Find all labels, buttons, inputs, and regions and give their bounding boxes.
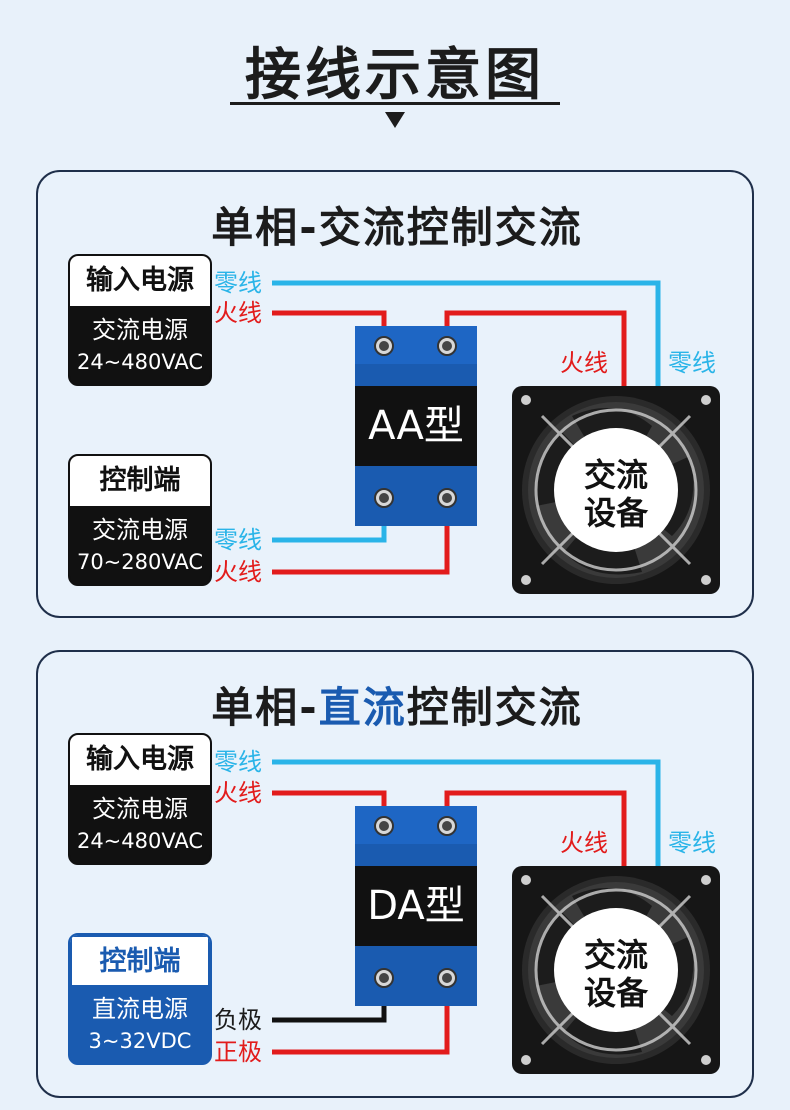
neutral-wire <box>272 759 661 866</box>
load-label-line: 设备 <box>583 974 648 1012</box>
relay-model-label: AA型 <box>355 386 477 466</box>
terminal-screw-icon <box>437 488 457 508</box>
box-line: 交流电源 <box>92 795 188 823</box>
wire-label-negative: 负极 <box>214 1006 262 1034</box>
box-line: 24~480VAC <box>76 350 204 374</box>
input-power-box: 输入电源 交流电源 24~480VAC <box>68 733 212 865</box>
panel-title: 单相-直流控制交流 <box>38 674 756 735</box>
wire-label-neutral: 零线 <box>214 748 262 776</box>
terminal-screw-icon <box>437 968 457 988</box>
wire-label-load-live: 火线 <box>560 349 608 377</box>
box-body: 交流电源 24~480VAC <box>70 785 210 863</box>
terminal-screw-icon <box>374 968 394 988</box>
title-underline <box>230 102 560 105</box>
wire-label-neutral: 零线 <box>214 269 262 297</box>
wire-label-load-neutral: 零线 <box>668 349 716 377</box>
load-label-line: 设备 <box>583 494 648 532</box>
wire-label-live: 火线 <box>214 299 262 327</box>
page-title: 接线示意图 <box>245 43 545 108</box>
terminal-screw-icon <box>374 336 394 356</box>
panel-title-highlight: 直流 <box>318 683 407 732</box>
load-label-line: 交流 <box>583 456 648 494</box>
box-line: 交流电源 <box>92 316 188 344</box>
box-body: 直流电源 3~32VDC <box>70 985 210 1063</box>
box-heading: 控制端 <box>70 935 210 985</box>
wire-label-live: 火线 <box>214 779 262 807</box>
load-label: 交流 设备 <box>556 936 676 1012</box>
wire-label-load-live: 火线 <box>560 829 608 857</box>
input-power-box: 输入电源 交流电源 24~480VAC <box>68 254 212 386</box>
box-heading: 输入电源 <box>70 735 210 785</box>
terminal-screw-icon <box>437 336 457 356</box>
terminal-screw-icon <box>437 816 457 836</box>
terminal-screw-icon <box>374 816 394 836</box>
box-line: 交流电源 <box>92 516 188 544</box>
load-label: 交流 设备 <box>556 456 676 532</box>
relay-model-label: DA型 <box>355 866 477 946</box>
box-body: 交流电源 70~280VAC <box>70 506 210 584</box>
panel-title: 单相-交流控制交流 <box>211 203 583 252</box>
terminal-screw-icon <box>374 488 394 508</box>
wire-label-load-neutral: 零线 <box>668 829 716 857</box>
wire-label-control-b: 火线 <box>214 558 262 586</box>
control-terminal-box: 控制端 交流电源 70~280VAC <box>68 454 212 586</box>
panel-title-part: 控制交流 <box>406 683 583 732</box>
box-line: 直流电源 <box>92 995 188 1023</box>
box-body: 交流电源 24~480VAC <box>70 306 210 384</box>
box-line: 24~480VAC <box>76 829 204 853</box>
neutral-wire <box>272 280 661 386</box>
panel-title-part: 单相- <box>211 683 319 732</box>
load-label-line: 交流 <box>583 936 648 974</box>
wire-label-control-a: 零线 <box>214 526 262 554</box>
control-terminal-box: 控制端 直流电源 3~32VDC <box>68 933 212 1065</box>
box-heading: 控制端 <box>70 456 210 506</box>
box-line: 70~280VAC <box>76 550 204 574</box>
down-arrow-icon <box>385 112 405 128</box>
box-line: 3~32VDC <box>88 1029 192 1053</box>
box-heading: 输入电源 <box>70 256 210 306</box>
wire-label-positive: 正极 <box>214 1038 262 1066</box>
